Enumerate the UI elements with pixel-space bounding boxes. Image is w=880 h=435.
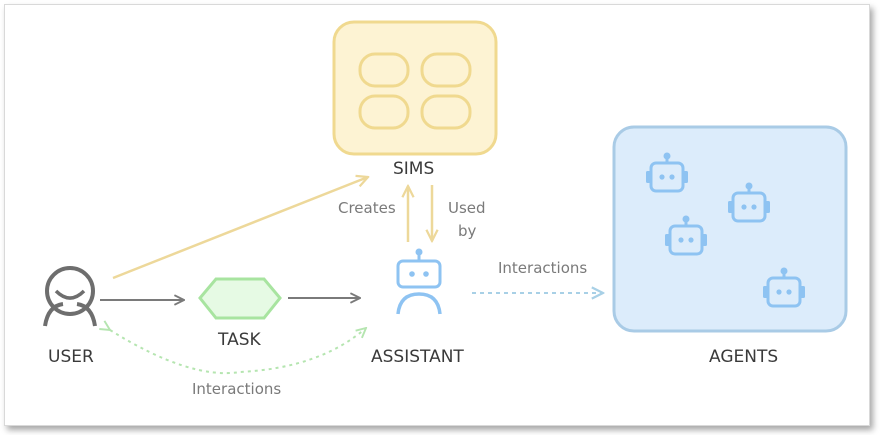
user-icon <box>43 266 97 327</box>
assistant-robot-icon <box>396 248 442 315</box>
creates-label: Creates <box>338 199 396 217</box>
agents-box <box>612 125 848 333</box>
sims-label: SIMS <box>393 159 435 179</box>
user-label: USER <box>48 347 94 367</box>
user-to-sims-arrow <box>112 177 368 280</box>
task-label: TASK <box>218 330 261 350</box>
agents-interactions-label: Interactions <box>498 259 588 277</box>
by-label: by <box>458 222 477 240</box>
assistant-label: ASSISTANT <box>371 347 464 367</box>
agents-label: AGENTS <box>709 347 779 367</box>
used-label: Used <box>448 199 486 217</box>
sims-box <box>332 20 498 156</box>
task-hexagon <box>198 277 282 320</box>
user-interactions-label: Interactions <box>192 380 282 398</box>
